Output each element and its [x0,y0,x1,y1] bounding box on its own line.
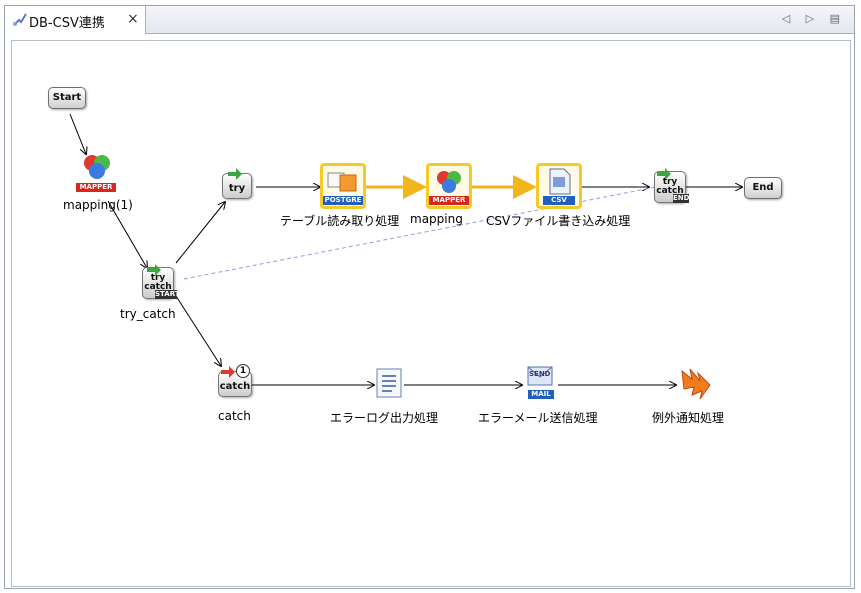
try-icon-text: try [228,183,246,194]
document-icon [376,368,402,398]
tab-title: DB-CSV連携 [29,16,105,31]
arrow-icon [657,168,671,180]
table-read-label: テーブル読み取り処理 [280,214,400,228]
catch-icon-text: catch [219,381,251,392]
try-catch-start-node[interactable]: try catch START [142,264,180,299]
postgre-badge: POSTGRE [323,196,363,205]
lightning-icon [681,368,711,400]
close-icon[interactable]: × [127,11,139,27]
mapping-node[interactable]: MAPPER [426,163,472,209]
edge-trycatch-link [183,186,657,280]
edge-trycatch-catch [175,295,221,366]
end-node[interactable]: End [744,177,782,199]
catch-number: 1 [236,364,250,378]
flow-icon [13,13,27,26]
mail-badge: MAIL [528,390,554,399]
error-mail-node[interactable]: SEND MAIL [524,365,558,401]
csv-write-node[interactable]: CSV [536,163,582,209]
csv-badge: CSV [543,196,575,205]
try-catch-icon-text: try catch [144,273,172,292]
error-mail-label: エラーメール送信処理 [478,411,598,425]
edge-mapping-trycatch [107,200,147,268]
mapper-badge: MAPPER [429,196,469,205]
arrow-icon [228,168,242,180]
end-badge: END [673,194,690,203]
edge-start-mapping [69,113,86,154]
mail-icon [527,366,553,386]
view-menu-icon[interactable]: ◁ ▷ ▤ [781,12,846,25]
edge-trycatch-try [175,202,225,264]
catch-label: catch [218,409,251,423]
csv-write-label: CSVファイル書き込み処理 [486,214,631,228]
start-badge: START [155,290,180,299]
mapper-icon [84,155,110,179]
error-log-label: エラーログ出力処理 [330,411,439,425]
exception-label: 例外通知処理 [652,411,725,425]
try-catch-label: try_catch [120,307,176,321]
csv-file-icon [549,168,571,195]
end-label: End [752,182,774,193]
mapper-badge: MAPPER [76,183,116,192]
tab-bar: DB-CSV連携 × ◁ ▷ ▤ [5,6,854,34]
start-label: Start [52,92,82,103]
error-log-node[interactable] [374,367,404,399]
mapping-label: mapping [410,212,463,226]
editor-frame: DB-CSV連携 × ◁ ▷ ▤ [4,5,855,589]
try-catch-end-icon-text: try catch [656,177,684,196]
try-catch-end-node[interactable]: try catch END [654,168,690,203]
mapping1-label: mapping(1) [63,198,133,212]
flow-canvas[interactable]: Start MAPPER mapping(1) try catch START … [11,40,851,587]
start-node[interactable]: Start [48,87,86,109]
database-icon [327,172,357,192]
mapper-icon [437,171,461,193]
try-node[interactable]: try [222,168,252,199]
exception-node[interactable] [678,365,714,401]
send-text: SEND [529,370,551,378]
arrow-icon [147,264,161,276]
tab-db-csv[interactable]: DB-CSV連携 × [5,6,146,34]
catch-node[interactable]: 1 catch [218,364,252,397]
mapping1-node[interactable]: MAPPER [72,151,122,201]
arrow-icon [221,366,235,378]
table-read-node[interactable]: POSTGRE [320,163,366,209]
